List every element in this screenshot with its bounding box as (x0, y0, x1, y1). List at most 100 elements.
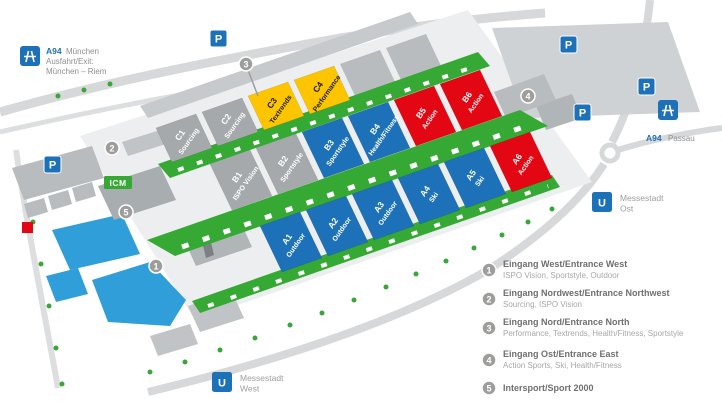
hall-a5-roof (443, 147, 507, 209)
atrium-corridor-bc (158, 52, 490, 178)
icm-label: ICM (104, 176, 132, 189)
hall-b2-roof (255, 133, 319, 195)
hall-a6: A6 Action (489, 131, 553, 193)
svg-text:4: 4 (486, 356, 491, 366)
hall-b6-roof (439, 69, 503, 131)
tree (351, 297, 357, 303)
west-service-annex (24, 198, 48, 218)
svg-text:P: P (643, 82, 650, 94)
entrance-3-pin-line (247, 69, 259, 97)
corridor-canopies (181, 121, 533, 250)
hall-b5-roof (393, 85, 457, 147)
legend-item-4: 4 Eingang Ost/Entrance East Action Sport… (481, 349, 622, 370)
tree (147, 369, 153, 375)
hall-a2: A2 Outdoor (305, 195, 369, 257)
legend-subtitle-1: ISPO Vision, Sportstyle, Outdoor (503, 271, 620, 280)
hall-b4: B4 Health/Fitness (347, 101, 411, 163)
lake (46, 268, 88, 302)
station-west-line1: Messestadt (240, 373, 284, 383)
hall-a3-roof (351, 179, 415, 241)
subway-station-ost: U Messestadt Ost (592, 192, 664, 214)
tree (81, 87, 87, 93)
west-service-annex (72, 182, 96, 202)
north-service-building (140, 12, 418, 118)
parking-icon: P (573, 103, 592, 122)
legend-title-4: Eingang Ost/Entrance East (503, 349, 619, 359)
tree (107, 81, 113, 87)
southwest-building (150, 324, 198, 356)
red-landmark (22, 222, 33, 233)
svg-text:1: 1 (486, 266, 491, 276)
entrance-marker-2: 2 (104, 140, 120, 156)
svg-text:3: 3 (486, 324, 491, 334)
hall-b6: B6 Action (439, 69, 503, 131)
legend-title-5: Intersport/Sport 2000 (503, 383, 594, 393)
tree (38, 261, 44, 267)
highway-east-code: A94 (646, 133, 662, 143)
hall-c2: C2 Sourcing (201, 97, 259, 147)
west-service-annex (48, 190, 72, 210)
hall-c3-roof (247, 81, 305, 131)
hall-a4-name: Ski (428, 191, 440, 204)
tree (443, 258, 449, 264)
svg-text:5: 5 (123, 208, 128, 218)
svg-text:P: P (215, 34, 222, 46)
highway-sign-west: A94 München Ausfahrt/Exit: München – Rie… (20, 46, 107, 76)
svg-text:3: 3 (243, 60, 248, 70)
legend-title-3: Eingang Nord/Entrance North (503, 317, 630, 327)
tree (55, 93, 61, 99)
motorway-glyph (24, 50, 36, 63)
station-ost-line1: Messestadt (620, 193, 664, 203)
subway-station-west: U Messestadt West (212, 372, 284, 394)
road-a94-highway (0, 8, 546, 117)
legend-subtitle-4: Action Sports, Ski, Health/Fitness (503, 361, 622, 370)
hall-c3: C3 Textrends (247, 81, 305, 131)
northwest-building (122, 130, 166, 156)
highway-east-name: Passau (668, 134, 695, 143)
atrium-corridor-ab (147, 110, 548, 256)
svg-text:U: U (598, 198, 606, 210)
hall-b3-roof (301, 117, 365, 179)
svg-text:U: U (218, 378, 226, 390)
hall-c1: C1 Sourcing (155, 113, 213, 163)
parking-icon: P (209, 29, 228, 48)
hall-a5-name: Ski (474, 175, 486, 188)
hall-a4: A4 Ski (397, 163, 461, 225)
entrance-marker-5: 5 (118, 204, 134, 220)
legend-subtitle-3: Performance, Textrends, Health/Fitness, … (503, 329, 684, 338)
svg-text:P: P (565, 40, 572, 52)
hall-b1: B1 ISPO Vision (209, 149, 273, 211)
legend-item-1: 1 Eingang West/Entrance West ISPO Vision… (481, 259, 627, 280)
tree (252, 335, 258, 341)
road-south (147, 161, 608, 396)
svg-text:P: P (579, 108, 586, 120)
hall-a2-roof (305, 195, 369, 257)
parking-icon: P (637, 77, 656, 96)
entrance-west-building (186, 225, 252, 266)
hall-b4-roof (347, 101, 411, 163)
icm-building (98, 166, 176, 220)
legend-subtitle-2: Sourcing, ISPO Vision (503, 300, 582, 309)
legend-item-2: 2 Eingang Nordwest/Entrance Northwest So… (481, 288, 670, 309)
legend-title-2: Eingang Nordwest/Entrance Northwest (503, 288, 670, 298)
hall-b1-roof (209, 149, 273, 211)
tree (59, 381, 65, 387)
hall-c2-roof (201, 97, 259, 147)
parking-icon: P (559, 35, 578, 54)
entrance-marker-3: 3 (238, 56, 254, 72)
hall-a4-roof (397, 163, 461, 225)
station-west-line2: West (240, 384, 260, 394)
hall-a5: A5 Ski (443, 147, 507, 209)
legend-title-1: Eingang West/Entrance West (503, 259, 627, 269)
tree (46, 303, 52, 309)
svg-text:5: 5 (486, 384, 491, 394)
hall-b2: B2 Sportstyle (255, 133, 319, 195)
hall-a1-roof (259, 211, 323, 273)
tree (217, 347, 223, 353)
highway-sign-east: A94 Passau (646, 100, 695, 143)
icm-label-text: ICM (109, 178, 126, 188)
entrance-marker-4: 4 (520, 88, 536, 104)
station-ost-line2: Ost (620, 204, 634, 214)
hall-b5: B5 Action (393, 85, 457, 147)
